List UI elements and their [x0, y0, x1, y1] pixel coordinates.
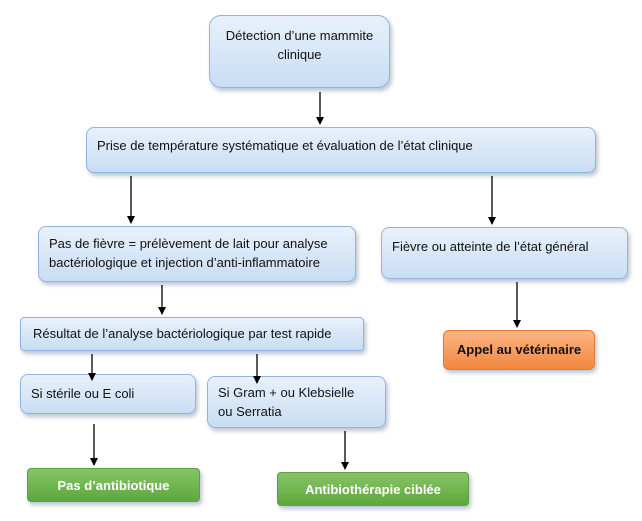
si-sterile-box: Si stérile ou E coli	[20, 374, 196, 414]
resultat-analyse-label: Résultat de l’analyse bactériologique pa…	[33, 326, 332, 341]
appel-veterinaire-box: Appel au vétérinaire	[443, 330, 595, 370]
fievre-box: Fièvre ou atteinte de l’état général	[381, 227, 628, 279]
antibiotherapie-box: Antibiothérapie ciblée	[277, 472, 469, 506]
pas-antibiotique-label: Pas d’antibiotique	[57, 478, 170, 493]
prise-temperature-label: Prise de température systématique et éva…	[97, 138, 473, 153]
detection-label: Détection d’une mammite clinique	[225, 28, 374, 62]
resultat-analyse-box: Résultat de l’analyse bactériologique pa…	[20, 317, 364, 351]
si-gram-label: Si Gram + ou Klebsielle ou Serratia	[218, 385, 355, 419]
appel-veterinaire-label: Appel au vétérinaire	[456, 342, 582, 357]
prise-temperature-box: Prise de température systématique et éva…	[86, 127, 596, 173]
detection-box: Détection d’une mammite clinique	[209, 15, 390, 88]
pas-de-fievre-box: Pas de fièvre = prélèvement de lait pour…	[38, 226, 356, 282]
si-gram-box: Si Gram + ou Klebsielle ou Serratia	[207, 376, 386, 428]
antibiotherapie-label: Antibiothérapie ciblée	[305, 482, 441, 497]
pas-de-fievre-label: Pas de fièvre = prélèvement de lait pour…	[49, 236, 328, 270]
fievre-label: Fièvre ou atteinte de l’état général	[392, 239, 589, 254]
pas-antibiotique-box: Pas d’antibiotique	[27, 468, 200, 502]
si-sterile-label: Si stérile ou E coli	[31, 386, 135, 401]
